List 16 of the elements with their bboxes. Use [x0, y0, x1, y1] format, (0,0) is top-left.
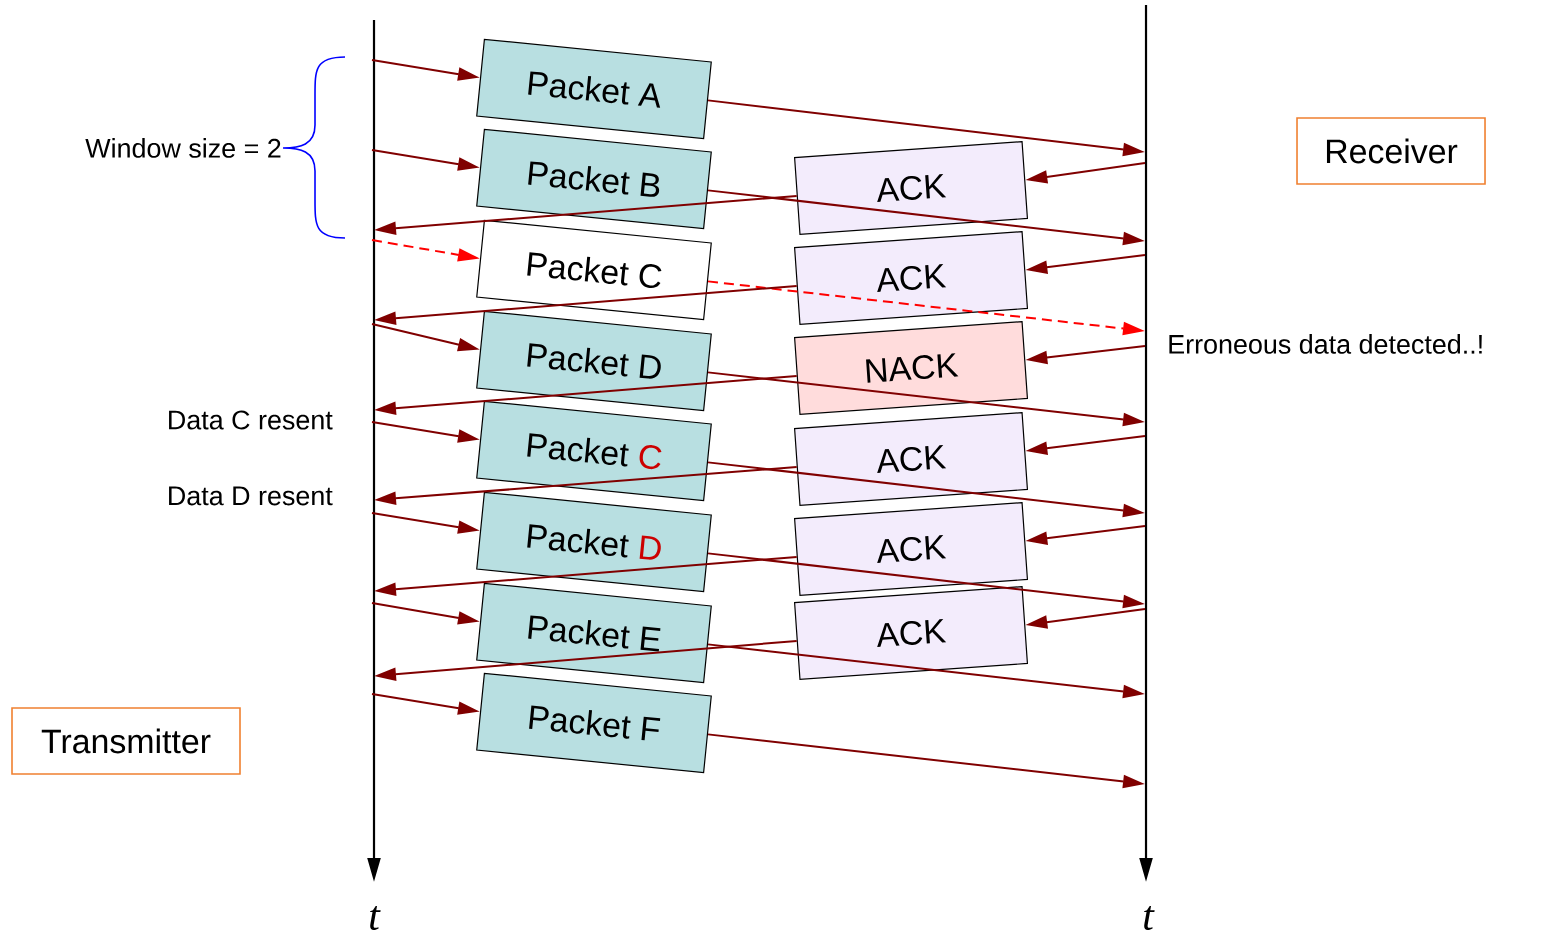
packet-box: Packet D	[476, 491, 712, 593]
window-size-label: Window size = 2	[85, 138, 281, 158]
note-text: Erroneous data detected..!	[1169, 334, 1482, 354]
note-text: Data C resent	[169, 410, 333, 430]
packet-box: Packet C	[476, 219, 712, 321]
packet-box: Packet A	[476, 38, 712, 140]
role-box: Receiver	[1296, 117, 1486, 185]
packet-box: Packet F	[476, 672, 712, 774]
role-box: Transmitter	[11, 707, 241, 775]
note-text: Data D resent	[169, 486, 333, 506]
packet-box: Packet D	[476, 310, 712, 412]
axis-label: t	[1144, 906, 1155, 930]
packet-box: Packet C	[476, 400, 712, 502]
packet-box: Packet B	[476, 128, 712, 230]
axis-label: t	[370, 906, 381, 930]
packet-box: Packet E	[476, 582, 712, 684]
